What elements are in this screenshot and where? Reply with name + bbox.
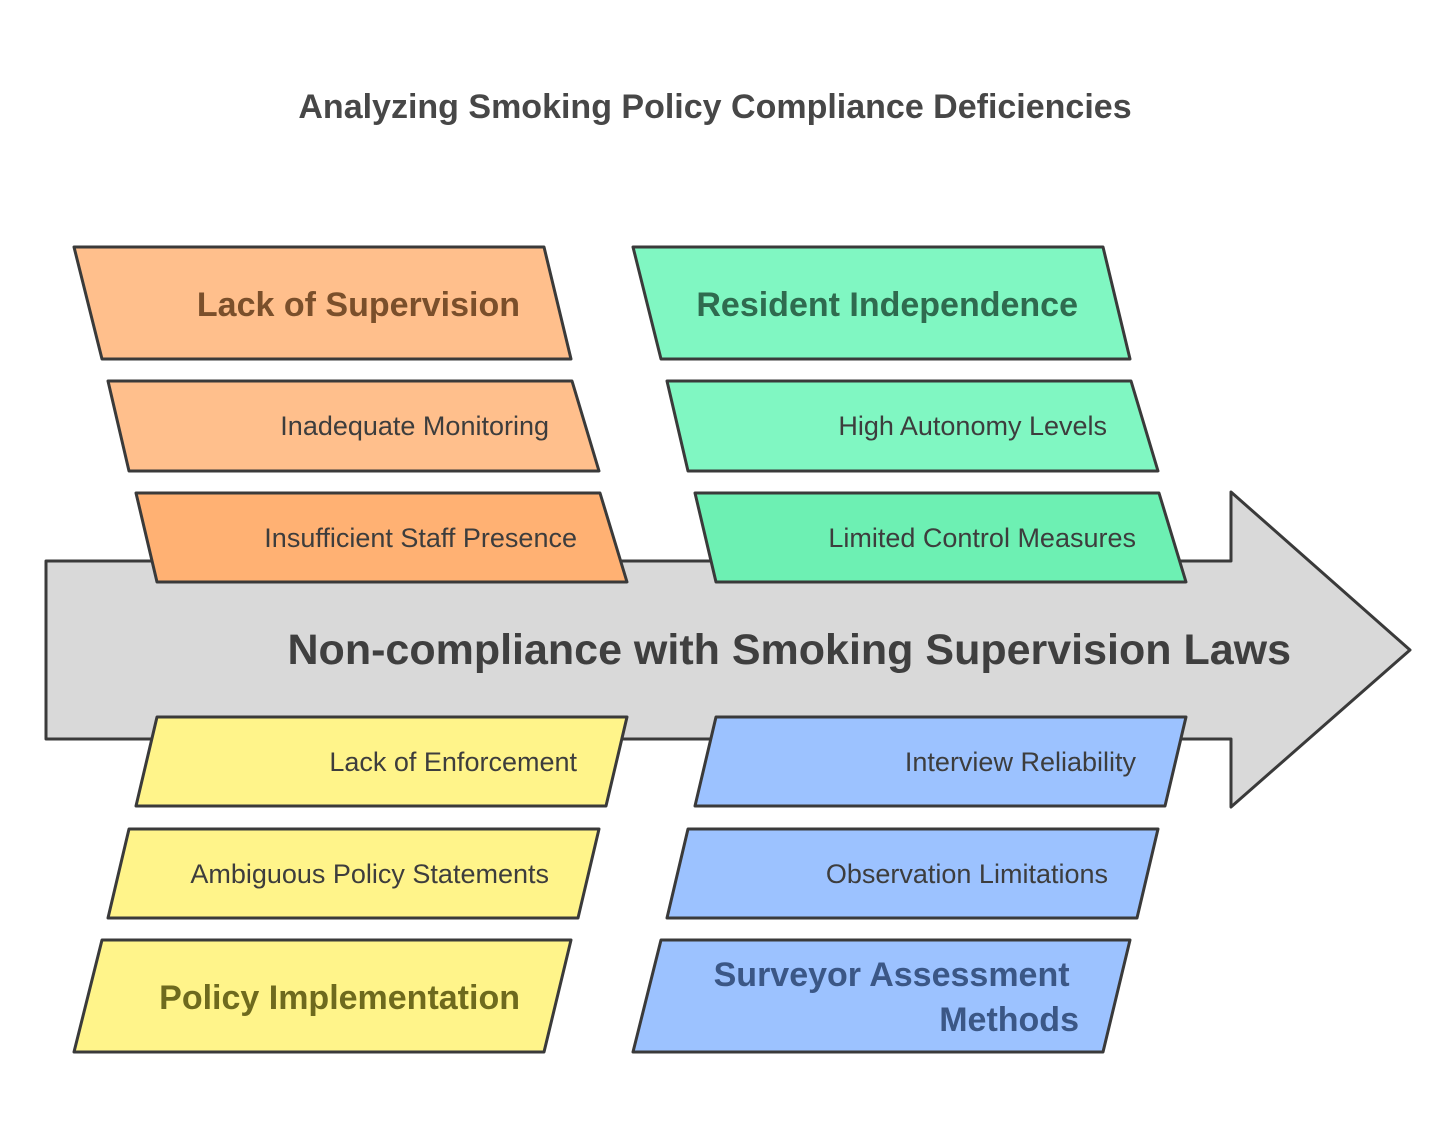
cause-label: Lack of Enforcement — [329, 747, 577, 777]
category-heading-box — [631, 938, 1132, 1054]
category-heading-line: Methods — [939, 1001, 1079, 1039]
category-heading: Resident Independence — [696, 286, 1078, 324]
cause-label: Inadequate Monitoring — [280, 411, 549, 441]
cause-label: High Autonomy Levels — [838, 411, 1107, 441]
cause-box — [106, 827, 601, 920]
category-surveyor-assessment-methods: Interview Reliability Observation Limita… — [631, 715, 1188, 1054]
cause-box — [134, 491, 629, 584]
cause-label: Limited Control Measures — [828, 523, 1136, 553]
category-heading: Policy Implementation — [159, 979, 520, 1017]
category-heading: Lack of Supervision — [197, 286, 520, 324]
category-policy-implementation: Lack of Enforcement Ambiguous Policy Sta… — [72, 715, 629, 1054]
cause-box — [693, 715, 1188, 808]
cause-label: Insufficient Staff Presence — [264, 523, 577, 553]
category-heading-box — [72, 938, 573, 1054]
category-heading-line: Surveyor Assessment — [714, 956, 1070, 994]
cause-box — [106, 379, 601, 473]
category-heading: Surveyor Assessment Methods — [714, 956, 1079, 1039]
diagram-title: Analyzing Smoking Policy Compliance Defi… — [298, 88, 1132, 126]
effect-label: Non-compliance with Smoking Supervision … — [288, 626, 1292, 674]
category-heading-box — [72, 245, 573, 361]
cause-label: Observation Limitations — [826, 859, 1108, 889]
cause-label: Ambiguous Policy Statements — [190, 859, 549, 889]
cause-label: Interview Reliability — [905, 747, 1137, 777]
cause-box — [693, 491, 1188, 584]
category-resident-independence: Resident Independence High Autonomy Leve… — [631, 245, 1188, 584]
cause-box — [665, 379, 1160, 473]
cause-box — [665, 827, 1160, 920]
category-lack-of-supervision: Lack of Supervision Inadequate Monitorin… — [72, 245, 629, 584]
category-heading-box — [631, 245, 1132, 361]
cause-box — [134, 715, 629, 808]
